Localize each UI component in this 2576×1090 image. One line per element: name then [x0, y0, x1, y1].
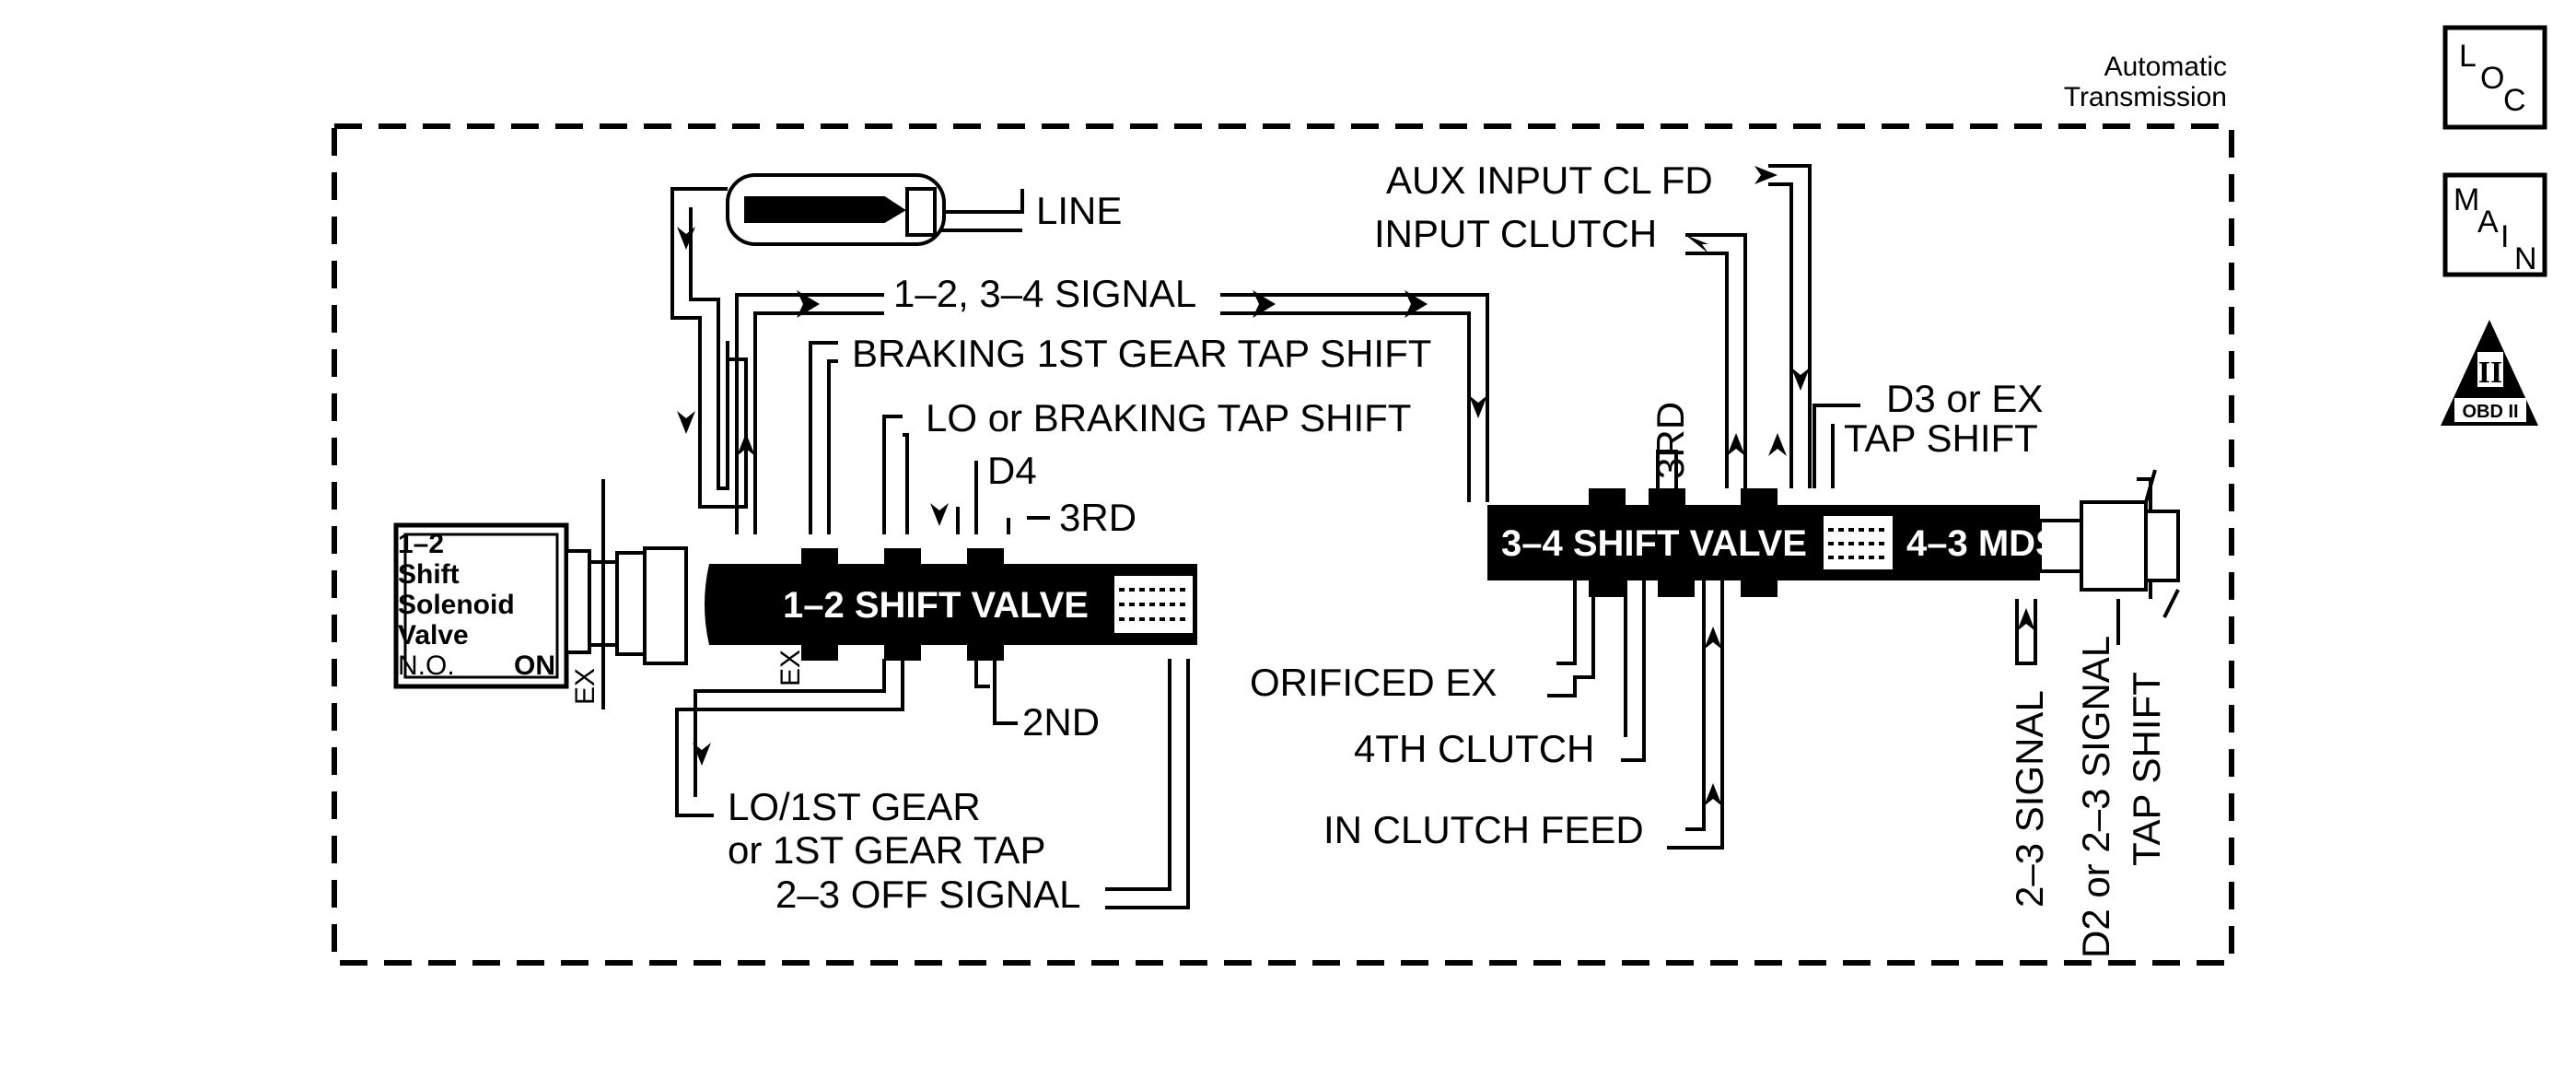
svg-text:I: I — [2500, 219, 2509, 254]
label-23-signal: 2–3 SIGNAL — [2008, 690, 2051, 908]
mds-actuator — [2038, 469, 2180, 618]
label-d2-2: TAP SHIFT — [2125, 672, 2168, 866]
svg-text:A: A — [2477, 205, 2499, 240]
solenoid-state: ON — [514, 650, 555, 681]
main-icon[interactable]: M A I N — [2442, 172, 2547, 277]
shift-valve-34-label: 3–4 SHIFT VALVE — [1501, 523, 1807, 564]
shift-valve-34 — [1487, 488, 2040, 597]
braking-taps-passages — [809, 341, 1050, 534]
label-d3-1: D3 or EX — [1886, 377, 2043, 420]
label-3rd-34: 3RD — [1649, 402, 1692, 479]
arrows — [677, 166, 2035, 806]
shift-valve-12-label: 1–2 SHIFT VALVE — [783, 585, 1089, 626]
label-in-clutch-feed: IN CLUTCH FEED — [1323, 808, 1644, 851]
obd-ii-icon[interactable]: II OBD II — [2441, 320, 2538, 426]
svg-text:OBD II: OBD II — [2462, 402, 2518, 422]
svg-text:C: C — [2503, 83, 2526, 118]
solenoid-valve — [393, 479, 688, 709]
svg-text:M: M — [2454, 182, 2479, 217]
label-signal-1234: 1–2, 3–4 SIGNAL — [893, 272, 1196, 315]
diagram-border — [332, 123, 2234, 966]
signal-1234-passage — [735, 293, 1489, 534]
solenoid-label-3: Solenoid — [398, 590, 515, 620]
solenoid-label-2: Shift — [398, 559, 460, 590]
label-line: LINE — [1036, 189, 1122, 232]
label-orificed-ex: ORIFICED EX — [1250, 661, 1497, 704]
solenoid-label-1: 1–2 — [398, 529, 444, 559]
svg-text:O: O — [2480, 61, 2504, 96]
caption-transmission: Transmission — [2064, 82, 2227, 112]
solenoid-label-4: Valve — [398, 620, 469, 650]
label-lo-braking: LO or BRAKING TAP SHIFT — [926, 396, 1411, 440]
label-lo-1st-2: or 1ST GEAR TAP — [728, 828, 1045, 872]
label-2nd: 2ND — [1022, 700, 1100, 744]
label-4th-clutch: 4TH CLUTCH — [1354, 727, 1594, 770]
label-braking-1st: BRAKING 1ST GEAR TAP SHIFT — [852, 332, 1431, 375]
label-aux-input: AUX INPUT CL FD — [1386, 158, 1713, 202]
svg-text:II: II — [2478, 356, 2502, 390]
mds-43-label: 4–3 MDS — [1906, 523, 2060, 564]
solenoid-label-5: N.O. — [398, 650, 455, 681]
label-d3-2: TAP SHIFT — [1844, 416, 2038, 460]
label-input-clutch: INPUT CLUTCH — [1374, 212, 1657, 255]
svg-text:N: N — [2514, 241, 2537, 276]
label-lo-1st-1: LO/1ST GEAR — [728, 785, 981, 828]
shift-valve-12-exhaust: EX — [775, 650, 806, 686]
label-23-off: 2–3 OFF SIGNAL — [775, 873, 1080, 916]
caption-automatic: Automatic — [2104, 52, 2227, 82]
label-d4: D4 — [987, 449, 1037, 492]
label-3rd-12: 3RD — [1059, 496, 1136, 539]
shift-valve-12 — [705, 548, 1197, 661]
label-d2-1: D2 or 2–3 SIGNAL — [2074, 636, 2117, 958]
svg-text:L: L — [2459, 39, 2477, 74]
lower-12-passages — [675, 659, 1190, 909]
loc-icon[interactable]: L O C — [2442, 25, 2547, 130]
solenoid-exhaust: EX — [570, 668, 600, 705]
line-pressure-passage — [670, 173, 1024, 509]
